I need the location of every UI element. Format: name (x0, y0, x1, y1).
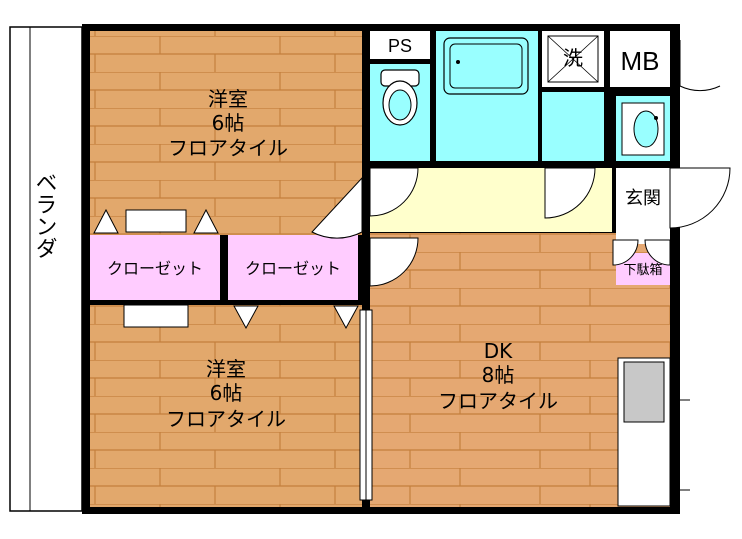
closet-door-markers (93, 208, 359, 330)
toilet (380, 69, 420, 126)
shelf-bottom (123, 304, 189, 328)
room-top-floor: フロアタイル (168, 136, 288, 160)
laundry-label: 洗 (563, 46, 583, 70)
entrance-label: 玄関 (625, 188, 661, 209)
western-room-top (90, 31, 362, 235)
ps-label: PS (388, 36, 412, 56)
sliding-door (359, 309, 373, 501)
washbasin (621, 102, 665, 156)
veranda-label: ベランダ (32, 171, 57, 259)
closet-left (90, 235, 220, 300)
closet-right (228, 235, 358, 300)
kitchen-sink (623, 361, 665, 423)
shelf-top (125, 209, 187, 233)
room-top-name: 洋室 (208, 87, 248, 111)
room-bottom-name: 洋室 (206, 357, 246, 381)
ps-area (370, 31, 430, 59)
dk-size: 8帖 (482, 363, 515, 387)
bathtub (443, 37, 529, 95)
mb-label: MB (621, 46, 660, 76)
dk-name: DK (484, 339, 513, 363)
closet-right-label: クローゼット (245, 259, 341, 278)
mb-area (610, 31, 670, 87)
shoe-box-label: 下駄箱 (623, 262, 662, 278)
room-bottom-floor: フロアタイル (166, 407, 286, 431)
window-marks (82, 69, 690, 491)
western-room-bottom (90, 305, 362, 507)
door-swings (311, 40, 731, 287)
entrance (616, 168, 670, 244)
dk-floor: フロアタイル (438, 389, 558, 413)
room-top-size: 6帖 (212, 111, 245, 135)
room-bottom-size: 6帖 (210, 381, 243, 405)
washroom (542, 92, 604, 161)
laundry-pan (547, 35, 599, 83)
veranda (9, 26, 83, 512)
closet-left-label: クローゼット (107, 259, 203, 278)
